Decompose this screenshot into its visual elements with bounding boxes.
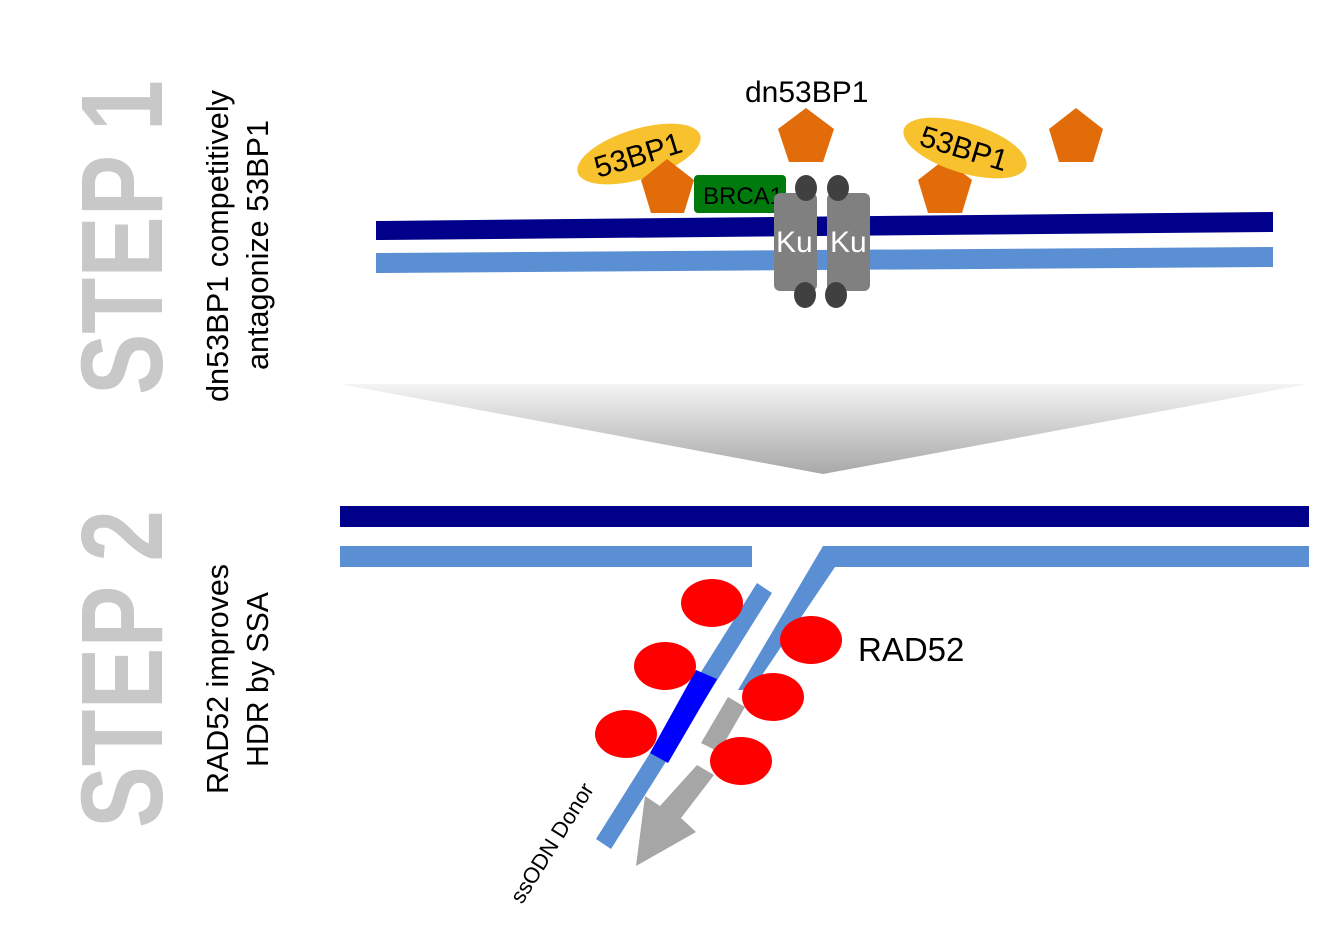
dna-strand-dark-step2 [340, 506, 1309, 527]
ku-label-right: Ku [830, 226, 867, 259]
brca1-label: BRCA1 [703, 183, 783, 210]
ku-subunit-right [827, 193, 870, 291]
ku-knob-top-left [795, 175, 817, 201]
step1-title: STEP 1 [57, 80, 187, 395]
ssodn-homology-region [650, 670, 717, 763]
rad52-protein [780, 616, 842, 664]
53bp1-pentagon-right [918, 159, 972, 213]
rad52-label: RAD52 [858, 631, 964, 668]
53bp1-ellipse-right [903, 117, 1027, 179]
ku-knob-top-right [827, 175, 849, 201]
dn53bp1-pentagon-right [1049, 108, 1103, 162]
brca1-box [694, 175, 786, 213]
53bp1-ellipse-left [577, 123, 701, 185]
step1-caption-line2: antagonize 53BP1 [240, 120, 275, 370]
dna-strand-light-step2-resected [738, 546, 1309, 690]
dna-strand-light-step1 [376, 247, 1273, 273]
ku-label-left: Ku [776, 226, 813, 259]
step2-caption-line1: RAD52 improves [200, 564, 235, 794]
rad52-protein [634, 642, 696, 690]
rad52-protein [710, 737, 772, 785]
dna-strand-light-step2-left [340, 546, 752, 567]
step2-caption-line2: HDR by SSA [240, 592, 275, 767]
step2-title: STEP 2 [57, 510, 187, 828]
ssodn-donor-label: ssODN Donor [505, 778, 599, 907]
step1-caption-line1: dn53BP1 competitively [200, 90, 235, 402]
53bp1-pentagon-left [641, 159, 694, 213]
dn53bp1-pentagon-center [778, 108, 834, 162]
dn53bp1-label: dn53BP1 [745, 76, 868, 109]
extension-arrow-upper [701, 697, 745, 752]
ku-subunit-left [774, 193, 817, 291]
rad52-protein [742, 673, 804, 721]
transition-arrow [340, 384, 1308, 474]
extension-arrow [636, 765, 714, 866]
rad52-protein [681, 579, 743, 627]
ku-knob-bottom-right [825, 282, 847, 308]
ku-knob-bottom-left [794, 282, 816, 308]
rad52-protein [595, 710, 657, 758]
dna-strand-dark-step1 [376, 212, 1273, 240]
